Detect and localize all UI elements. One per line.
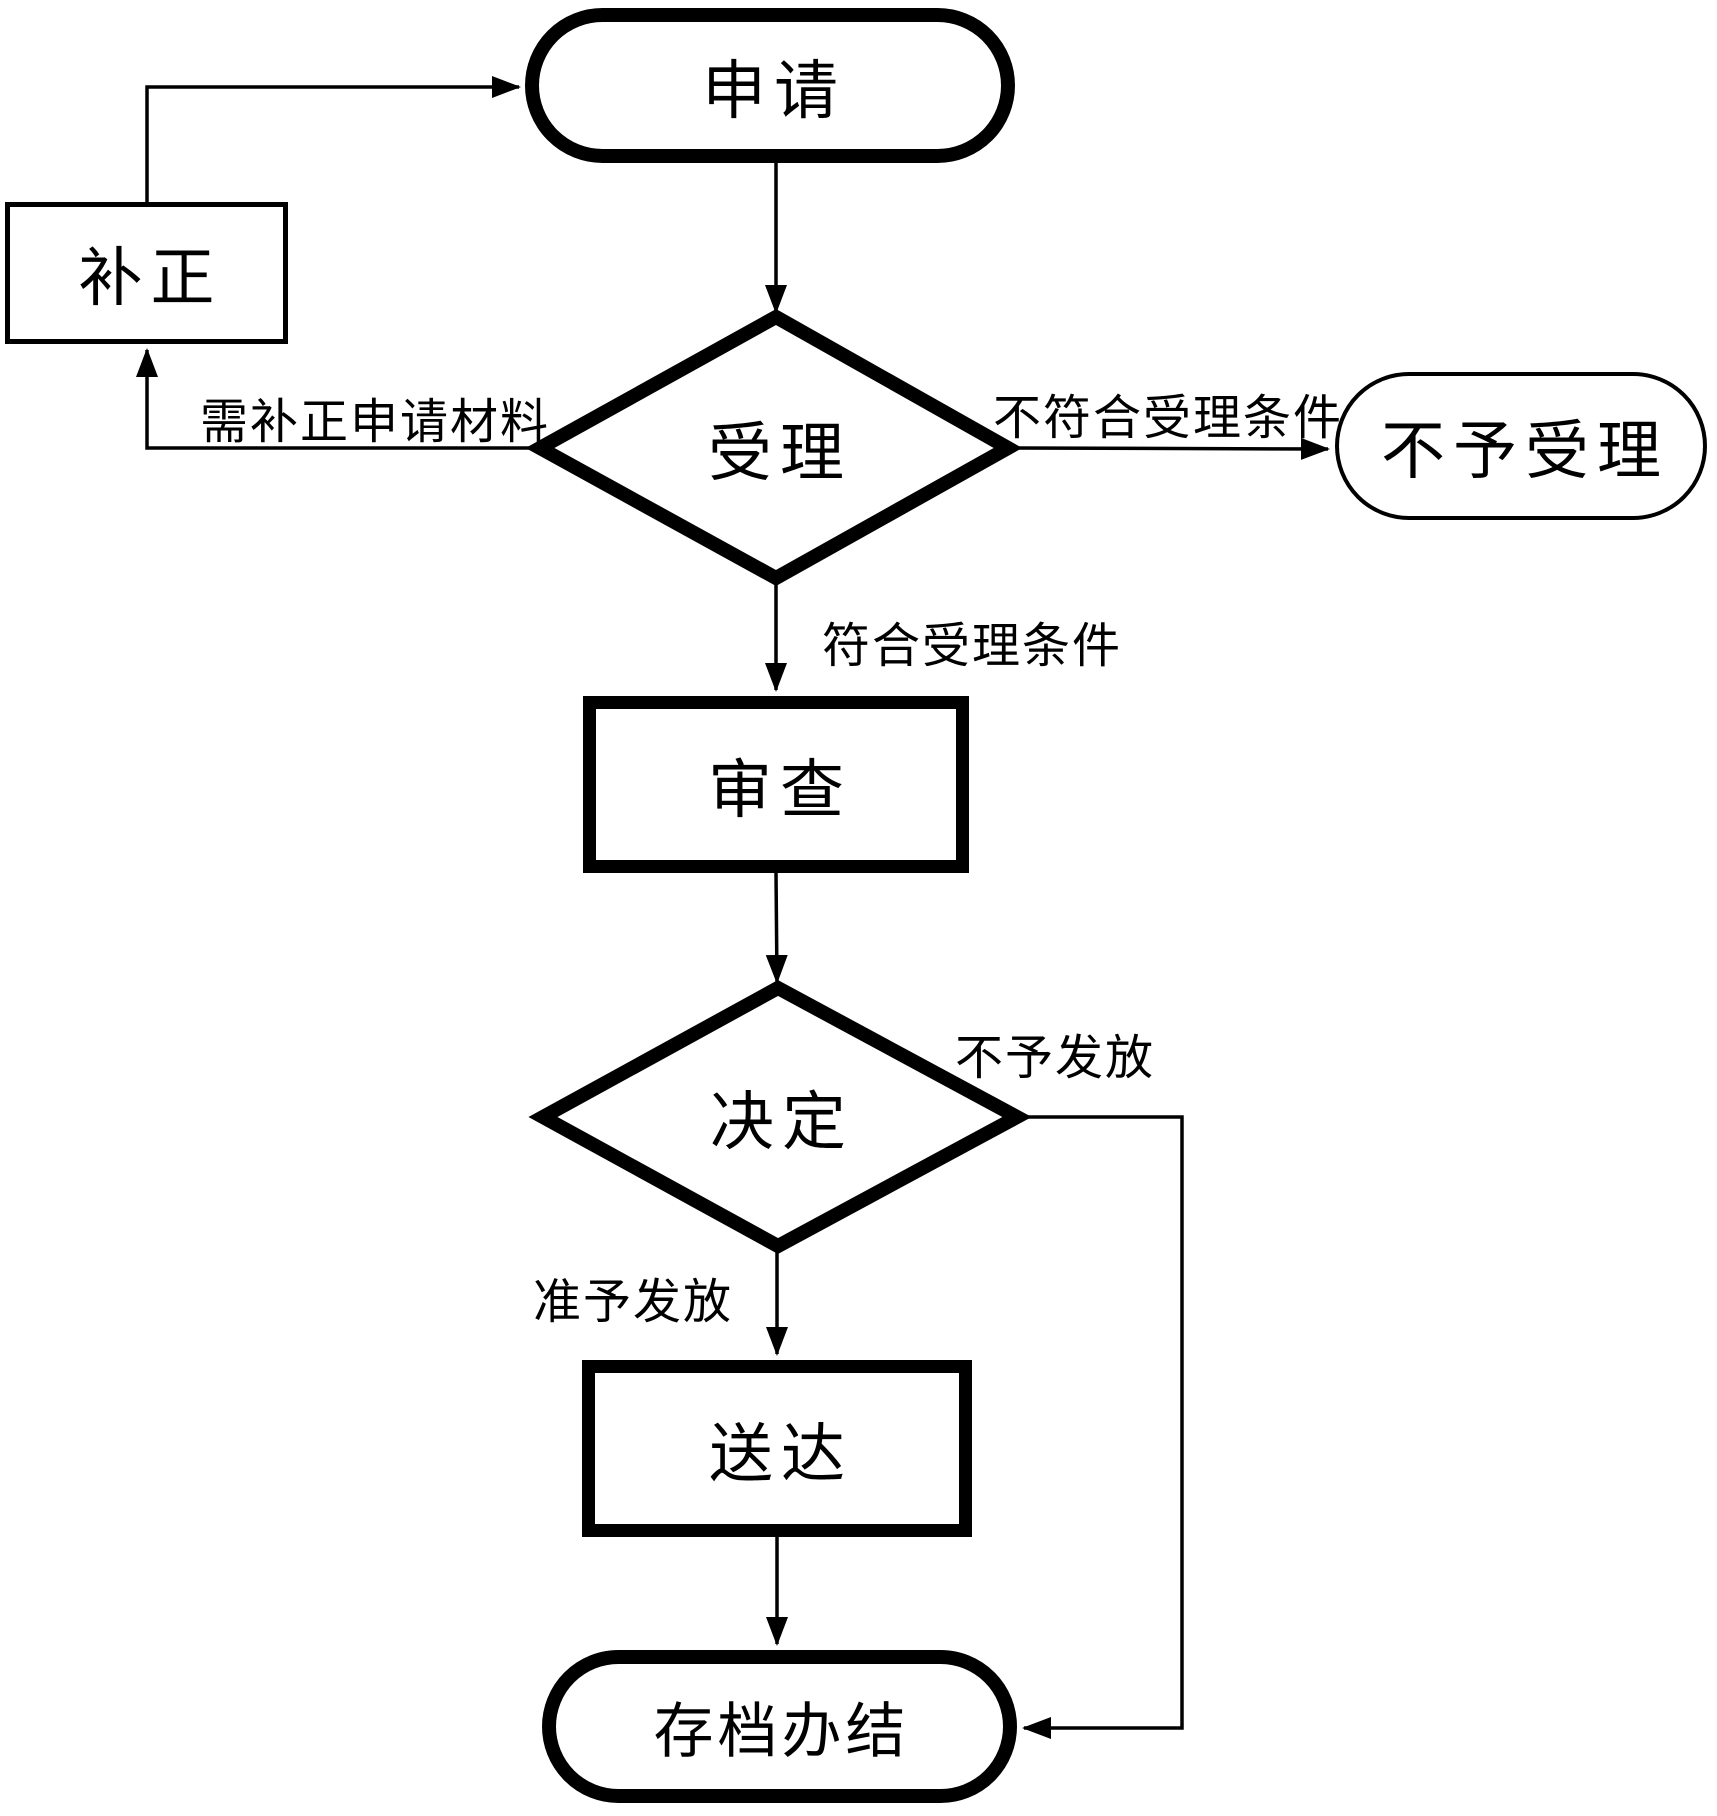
edge-review-to-decide (765, 872, 788, 984)
edge-supplement-to-apply (145, 76, 521, 204)
edge-label-meet: 符合受理条件 (822, 618, 1123, 674)
edge-decide-to-archive (1017, 1115, 1184, 1739)
node-reject-label: 不予受理 (1381, 415, 1669, 489)
accept-diamond-shape (525, 308, 1023, 587)
node-apply: 申请 (525, 8, 1015, 163)
node-review-label: 审查 (708, 753, 852, 828)
node-supplement: 补正 (5, 202, 288, 344)
node-deliver-label: 送达 (709, 1417, 853, 1492)
edge-label-not-meet: 不符合受理条件 (993, 390, 1344, 446)
decide-diamond-shape (528, 980, 1032, 1254)
node-reject: 不予受理 (1335, 372, 1707, 520)
node-deliver: 送达 (582, 1360, 972, 1537)
node-apply-label: 申请 (702, 54, 846, 129)
node-archive: 存档办结 (542, 1650, 1017, 1803)
node-archive-label: 存档办结 (653, 1697, 910, 1767)
node-review: 审查 (583, 696, 969, 873)
node-supplement-label: 补正 (78, 242, 223, 316)
edge-accept-to-reject (1004, 437, 1330, 460)
edge-label-issue: 准予发放 (533, 1274, 734, 1330)
edge-label-need-supplement: 需补正申请材料 (200, 394, 551, 450)
edge-accept-to-supplement (136, 348, 545, 450)
edge-label-not-issue: 不予发放 (955, 1030, 1156, 1086)
